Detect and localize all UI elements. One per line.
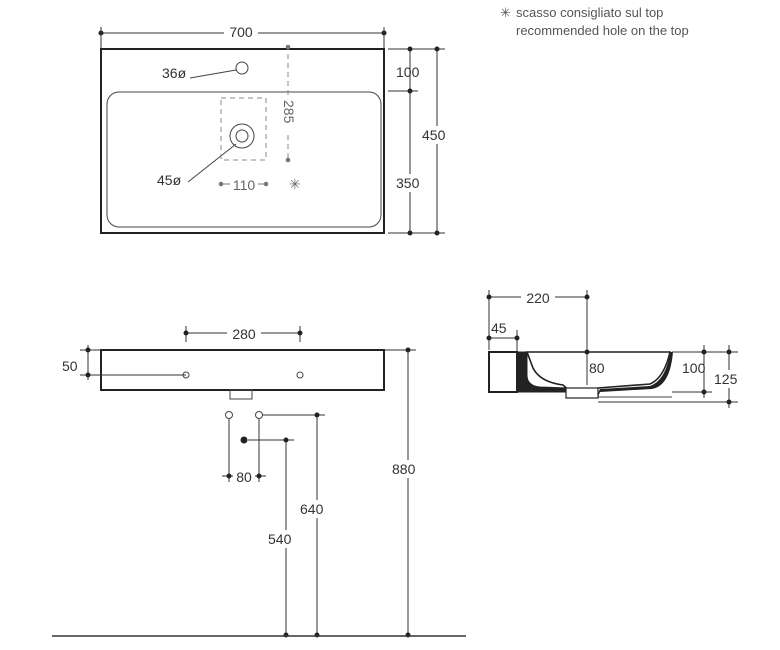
hole-spacing-label: 285	[281, 100, 297, 124]
bracket-hole-right	[296, 371, 304, 379]
tap-hole-label: 36ø	[162, 65, 187, 81]
projection-label: 220	[526, 290, 550, 306]
side-view: 220 45 80 100	[486, 289, 743, 408]
tap-hole	[235, 61, 249, 75]
total-height-label: 125	[714, 371, 738, 387]
recommended-hole-star: ✳	[289, 176, 301, 192]
note-line-italian: scasso consigliato sul top	[516, 5, 663, 20]
pipe-height-540-dimension: 540	[248, 437, 298, 638]
depth-dimension: 450	[418, 46, 452, 236]
depth-split-dimension: 100 350	[388, 46, 445, 236]
depth-label: 450	[422, 127, 446, 143]
recommended-hole-note: ✳ scasso consigliato sul top recommended…	[500, 5, 689, 38]
bracket-spacing-label: 280	[232, 326, 256, 342]
note-star-symbol: ✳	[500, 5, 511, 20]
plan-view: 700 36ø 45ø 285 110	[98, 22, 452, 236]
hole-offset-label: 110	[233, 177, 256, 193]
waste-point	[240, 436, 248, 444]
bowl-outline-top	[106, 91, 382, 228]
bracket-spacing-dimension: 280	[183, 325, 303, 343]
bowl-depth-dimension: 80	[584, 349, 605, 385]
supply-point-left	[225, 411, 233, 419]
rim-thickness-dimension: 45	[486, 320, 520, 352]
drain-outlet	[229, 389, 253, 400]
width-label: 700	[229, 24, 253, 40]
pipe-height-540-label: 540	[268, 531, 292, 547]
drain-fitting	[565, 387, 599, 399]
drain-hole-label: 45ø	[157, 172, 182, 188]
drain-hole-inner	[235, 129, 249, 143]
basin-height-dimension: 100	[672, 345, 712, 398]
rim-thickness-label: 45	[491, 320, 507, 336]
front-view: 280 50 80	[52, 325, 466, 638]
basin-front-body	[100, 349, 385, 391]
bowl-depth-label: 80	[589, 360, 605, 376]
front-part-label: 350	[396, 175, 420, 191]
height-to-floor-label: 880	[392, 461, 416, 477]
pipe-height-640-label: 640	[300, 501, 324, 517]
back-rim-label: 100	[396, 64, 420, 80]
hole-spacing-dimension: 285	[281, 44, 297, 163]
note-line-english: recommended hole on the top	[516, 23, 689, 38]
waste-spacing-label: 80	[236, 469, 252, 485]
basin-height-label: 100	[682, 360, 706, 376]
basin-outline-top	[100, 48, 385, 234]
height-to-floor-dimension: 880	[384, 347, 422, 638]
total-height-dimension: 125	[598, 345, 743, 408]
supply-point-right	[255, 411, 263, 419]
bracket-height-dimension: 50	[62, 345, 186, 380]
drain-hole-outer	[229, 123, 255, 149]
hole-offset-dimension: 110 ✳	[218, 176, 301, 193]
recommended-hole-outline	[220, 97, 267, 161]
pipe-height-640-dimension: 640	[263, 412, 330, 638]
projection-dimension: 220	[486, 289, 590, 390]
bracket-height-label: 50	[62, 358, 78, 374]
waste-spacing-dimension: 80	[222, 419, 266, 485]
basin-back-section	[488, 351, 518, 393]
basin-front-edge	[566, 352, 673, 397]
width-dimension: 700	[98, 22, 387, 48]
